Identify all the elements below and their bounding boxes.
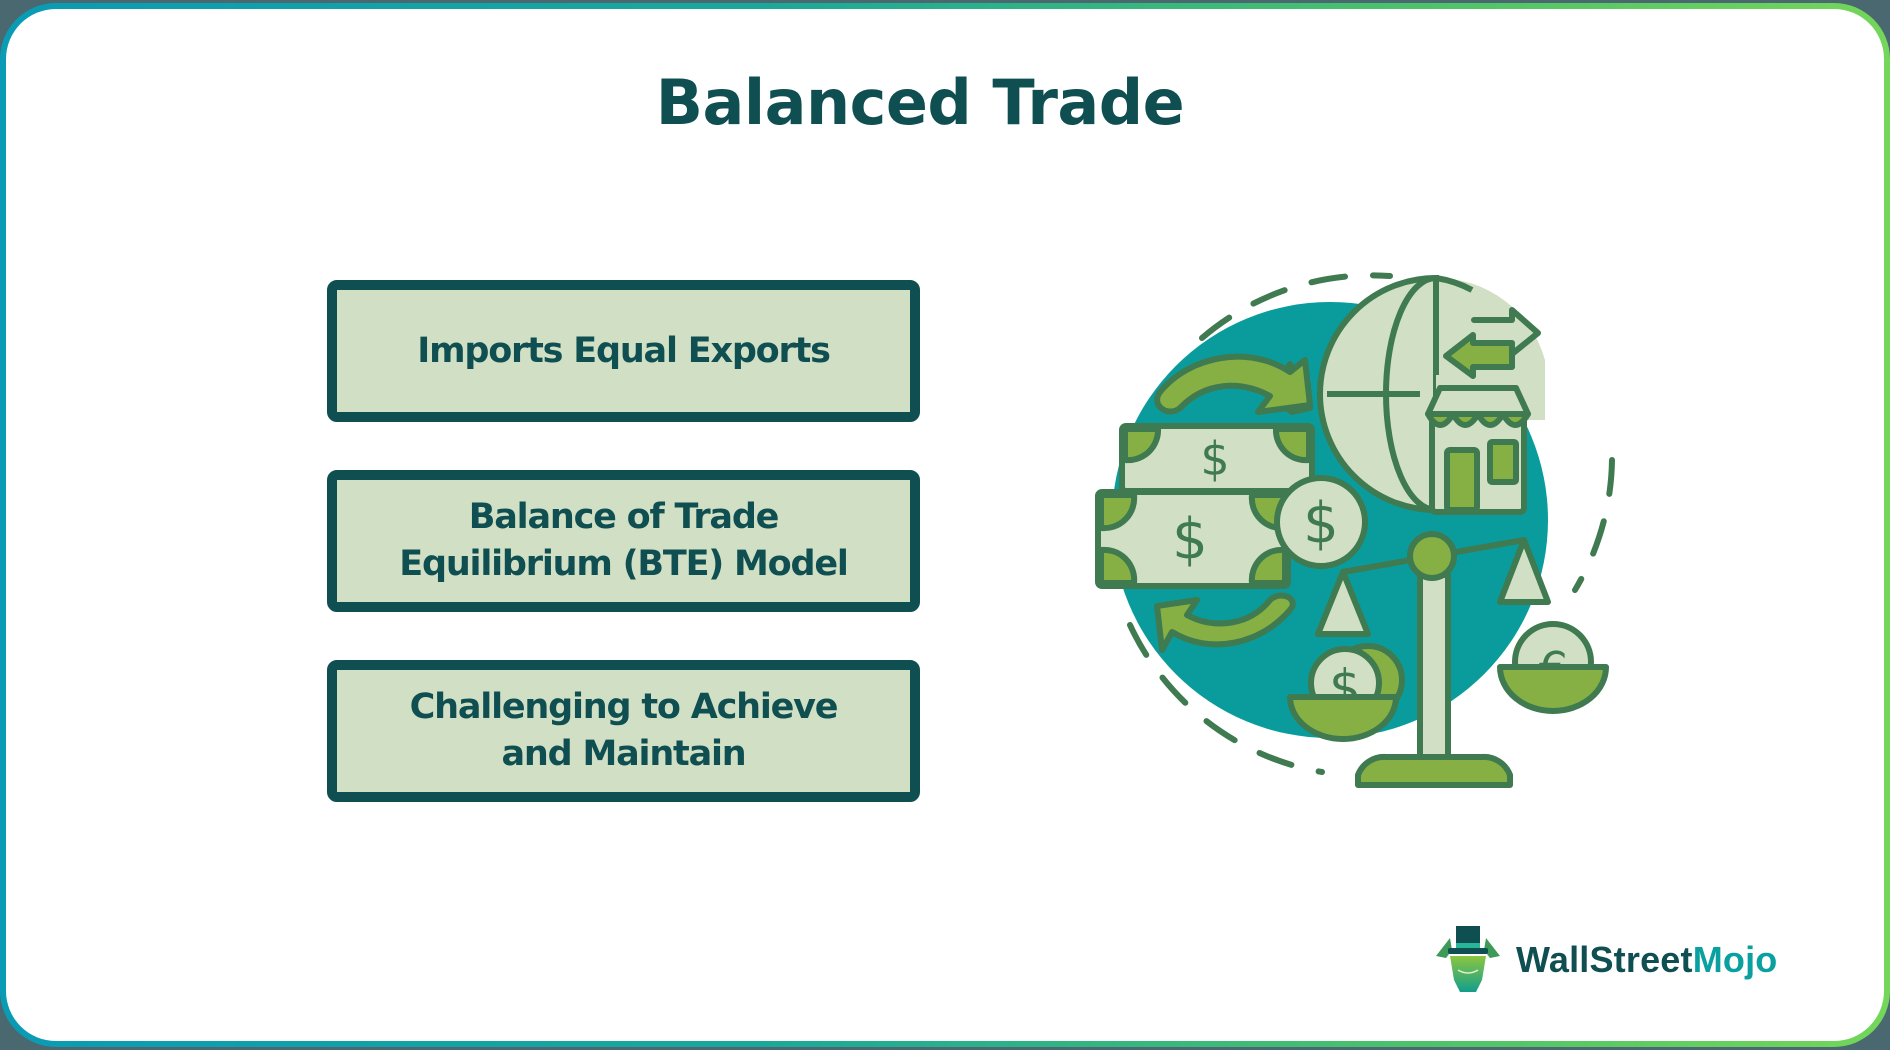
feature-box-label: Imports Equal Exports (417, 330, 831, 371)
page-title: Balanced Trade (655, 66, 1185, 139)
store-icon (1425, 385, 1531, 515)
brand-name-part2: Mojo (1692, 939, 1778, 980)
balance-scale-icon: $ € (1287, 531, 1609, 788)
svg-text:$: $ (1172, 507, 1208, 572)
card (6, 9, 1884, 1041)
bull-mascot-icon (1436, 926, 1500, 992)
feature-box-imports-equal-exports: Imports Equal Exports (327, 280, 920, 422)
feature-box-label: Balance of Trade Equilibrium (BTE) Model (399, 497, 849, 584)
feature-box-challenging: Challenging to Achieve and Maintain (327, 660, 920, 802)
feature-box-label: Challenging to Achieve and Maintain (409, 687, 839, 774)
dollar-coin-icon: $ (1274, 475, 1368, 569)
exchange-arrows-icon (1443, 307, 1541, 379)
cycle-arrow-top-shape (1154, 353, 1313, 415)
svg-text:$: $ (1200, 432, 1229, 486)
dashed-orbit-icon (1127, 272, 1615, 775)
brand-name: WallStreetMojo (1516, 939, 1778, 981)
balanced-trade-illustration: $ $ $ $ € (1095, 272, 1615, 788)
brand-logo[interactable]: WallStreetMojo (1432, 922, 1778, 998)
cycle-arrow-bottom-icon (1154, 592, 1296, 653)
svg-text:$: $ (1303, 491, 1339, 556)
banknotes-icon: $ $ (1095, 423, 1315, 589)
brand-name-part1: WallStreet (1516, 939, 1693, 980)
feature-box-bte-model: Balance of Trade Equilibrium (BTE) Model (327, 470, 920, 612)
